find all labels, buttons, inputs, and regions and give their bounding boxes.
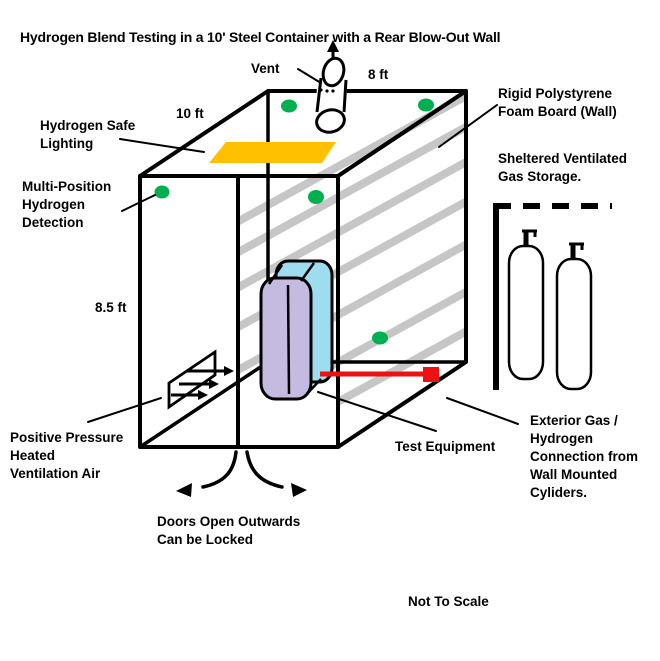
gas-connection-port [423, 367, 439, 382]
airflow-arrow-icon [224, 366, 234, 376]
test-equipment-leader-line [317, 391, 437, 432]
vent-base-dot [319, 88, 323, 92]
equipment-top-left-edge [267, 264, 284, 285]
vent-leader-line [297, 68, 322, 84]
gas-connection [320, 367, 439, 382]
leader-lines [87, 68, 519, 432]
door-swing-arrow-right-icon [291, 483, 307, 497]
container-top-face [138, 89, 468, 178]
hydrogen-detector-dot [154, 185, 170, 199]
test-equipment-box [259, 259, 334, 401]
exterior-gas-label: Exterior Gas / Hydrogen Connection from … [530, 413, 638, 500]
hydrogen-detector-dot [308, 190, 324, 204]
vent-label: Vent [251, 61, 280, 76]
ventilation-leader-line [87, 397, 162, 423]
detection-leader-line [121, 194, 156, 212]
vent-base-dot [325, 89, 329, 93]
test-equipment-front [259, 276, 313, 401]
foam-board-label: Rigid Polystyrene Foam Board (Wall) [498, 86, 617, 119]
equipment-top-right-edge [299, 262, 316, 282]
safe-lighting-label: Hydrogen Safe Lighting [40, 118, 136, 151]
gas-cylinder [555, 257, 593, 391]
door-swing-arrow-right [245, 450, 284, 489]
door-swing-arrow-left [201, 450, 238, 489]
ventilation-louver [167, 349, 234, 410]
foam-board-leader-line [438, 104, 498, 148]
door-swing-arrows [176, 450, 307, 497]
hydrogen-detection-label: Multi-Position Hydrogen Detection [22, 179, 112, 230]
ventilation-air-label: Positive Pressure Heated Ventilation Air [10, 430, 124, 481]
vent-body-right-edge [342, 79, 348, 113]
hydrogen-detector-dot [372, 331, 388, 345]
gas-storage-label: Sheltered Ventilated Gas Storage. [498, 151, 628, 184]
equipment-front-crease [286, 284, 291, 395]
hydrogen-detector-dot [281, 99, 297, 113]
not-to-scale-label: Not To Scale [408, 594, 489, 609]
vent-stack [315, 40, 348, 134]
interior-floor-side-edge [138, 360, 270, 449]
equipment-bottom-right-edge [304, 378, 322, 397]
exterior-gas-leader-line [446, 397, 519, 425]
doors-label: Doors Open Outwards Can be Locked [157, 514, 301, 547]
test-equipment-label: Test Equipment [395, 439, 496, 454]
vent-top-rim [321, 56, 346, 88]
airflow-arrow-icon [209, 379, 219, 389]
vent-exhaust-arrow-icon [327, 40, 339, 52]
safe-lighting-panel [209, 142, 336, 163]
diagram-title: Hydrogen Blend Testing in a 10' Steel Co… [20, 29, 501, 45]
lighting-leader-line [119, 138, 205, 153]
vent-outlet-rim [315, 108, 346, 134]
wall-stripe [140, 91, 466, 447]
vent-base-dot [331, 89, 335, 93]
louver-panel [167, 349, 217, 410]
airflow-arrow-icon [198, 390, 208, 400]
depth-dimension-label: 10 ft [176, 106, 204, 121]
height-dimension-label: 8.5 ft [95, 300, 127, 315]
door-swing-arrow-left-icon [176, 483, 192, 497]
gas-storage-area [493, 203, 612, 391]
hydrogen-detector-dot [418, 98, 434, 112]
hydrogen-detectors [154, 98, 434, 345]
width-dimension-label: 8 ft [368, 67, 389, 82]
gas-cylinder [507, 244, 545, 381]
